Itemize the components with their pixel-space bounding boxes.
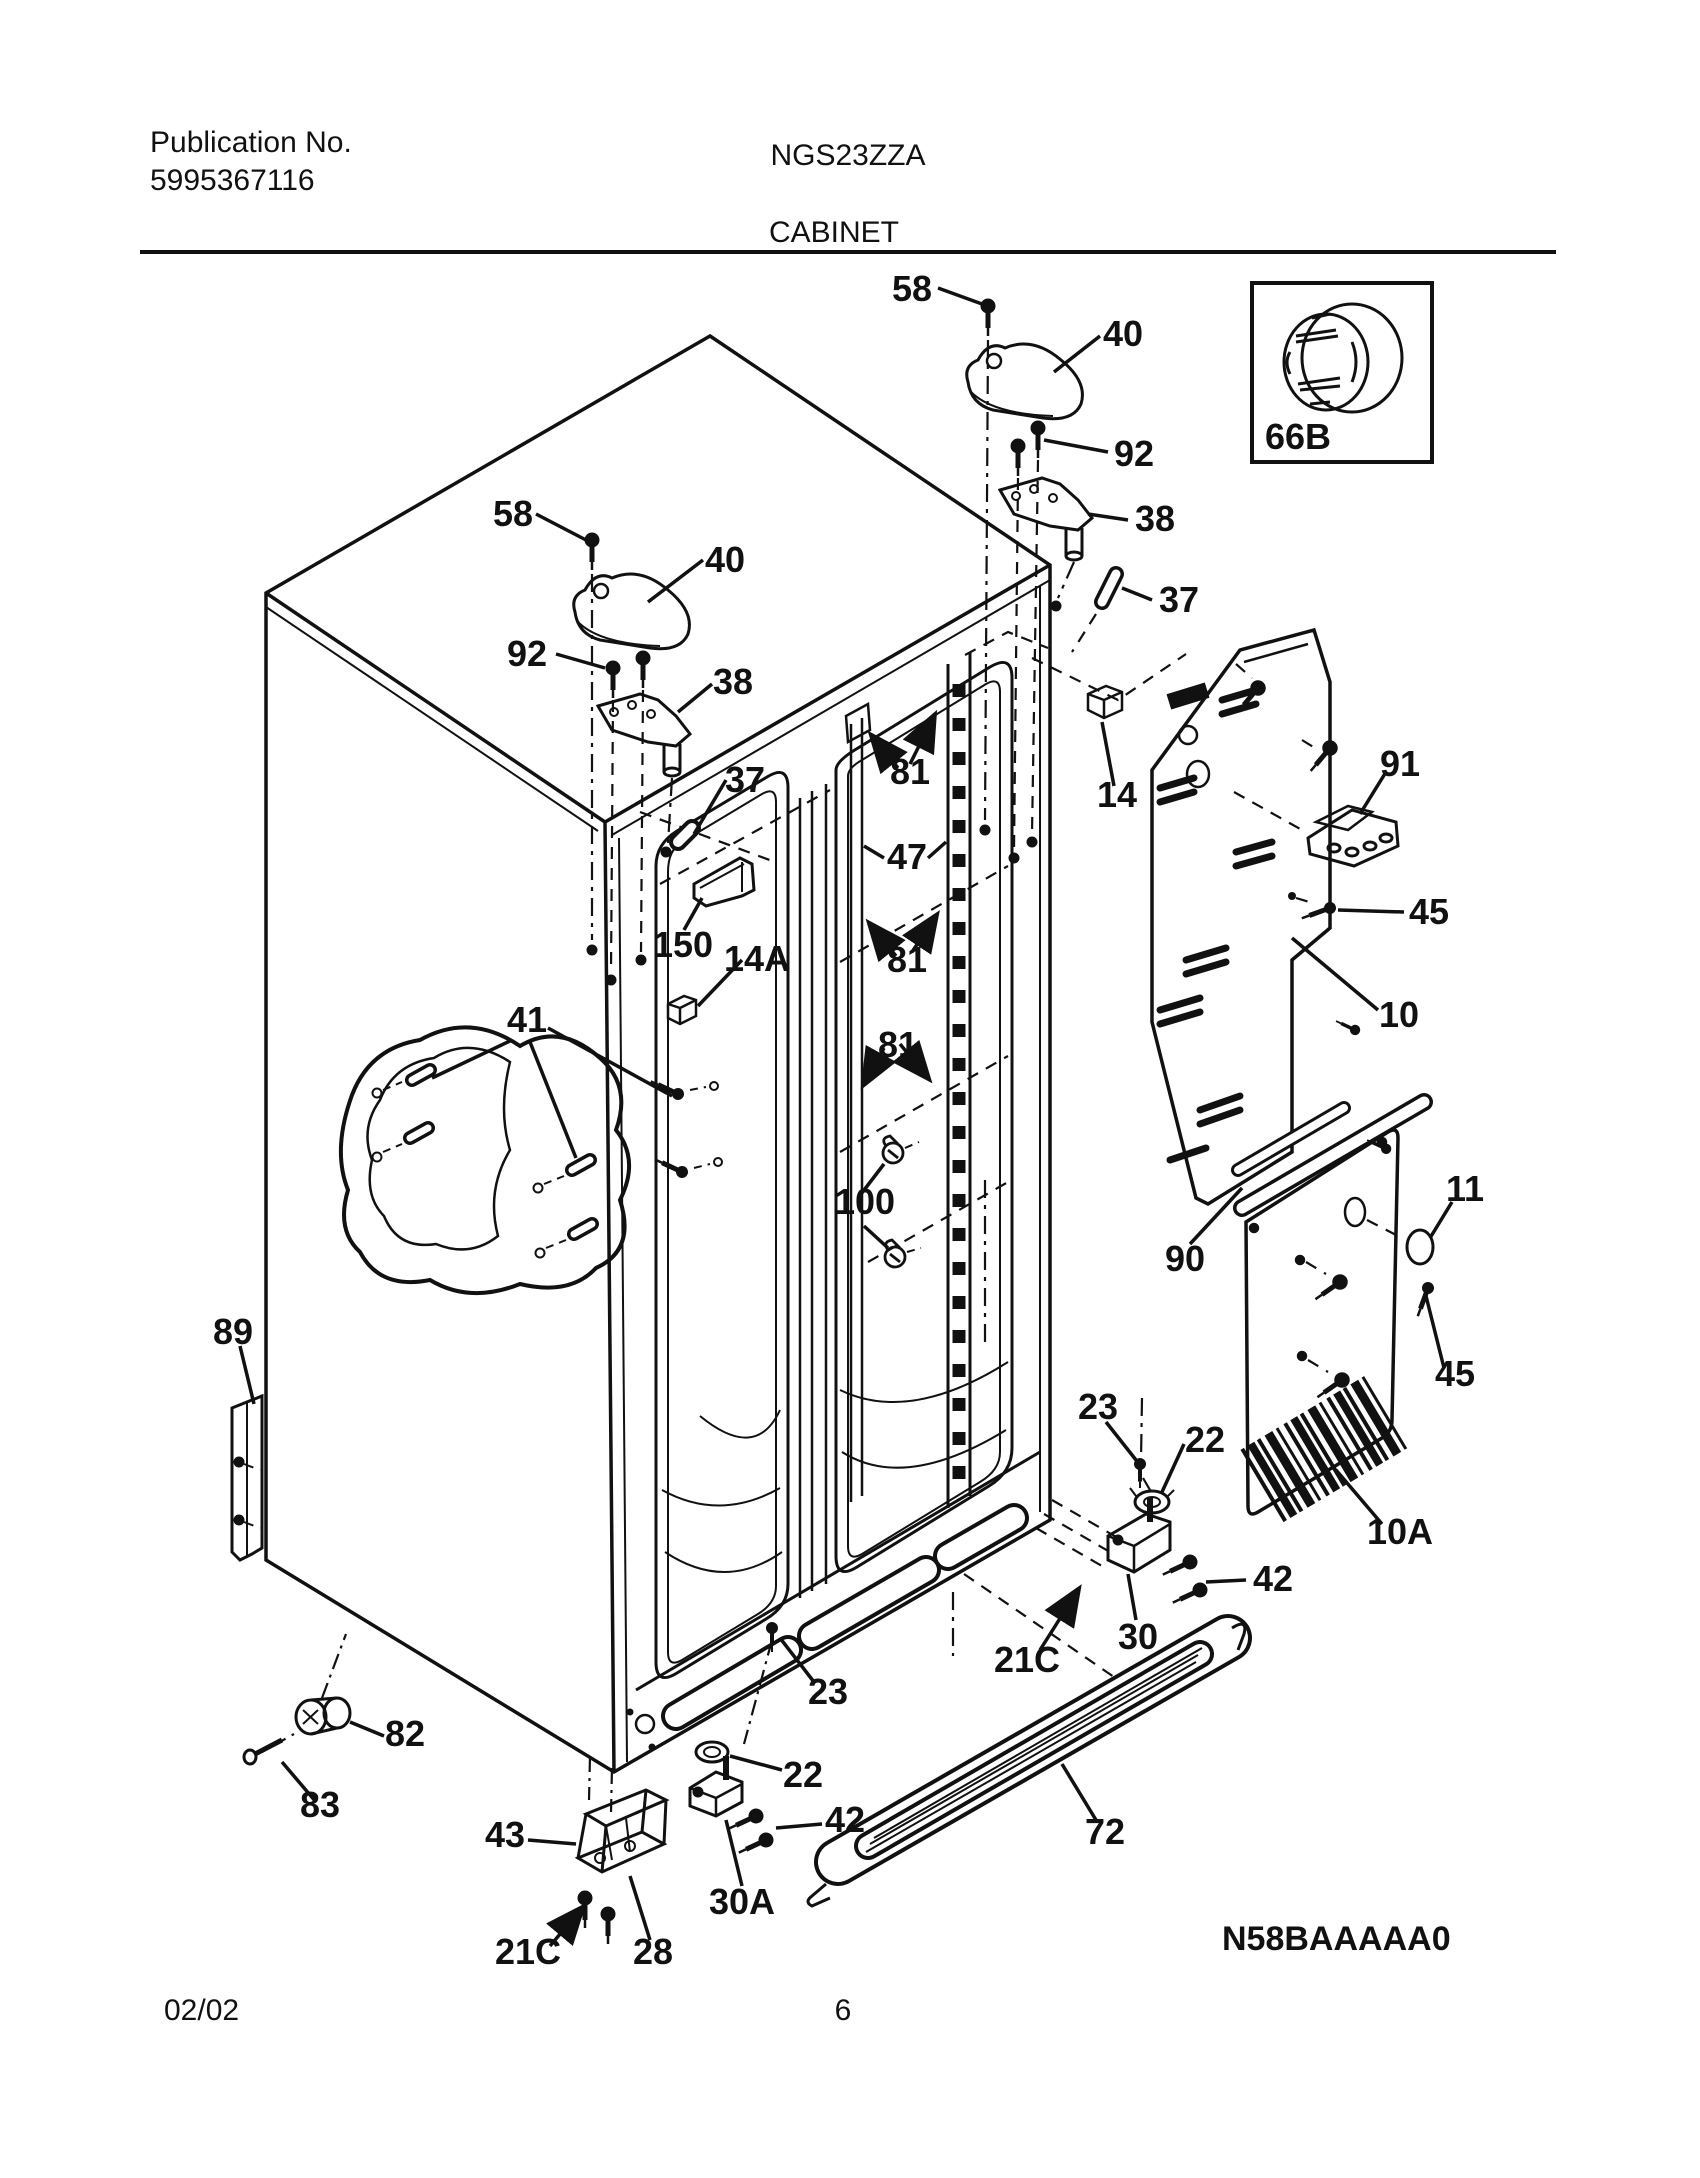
screw-45-upper [1288,892,1338,924]
part-label-21c-left: 21C [495,1931,561,1972]
section-title: CABINET [769,216,899,249]
hinge-cover-40-right [965,342,1084,421]
part-label-38-left: 38 [713,661,753,702]
shelf-ladder-rail [946,652,972,1508]
hinge-cover-40-left [572,572,691,651]
clip-14a [666,994,698,1026]
part-label-43: 43 [485,1814,525,1855]
part-label-21c-center: 21C [994,1639,1060,1680]
bottom-right-parts [1106,1459,1208,1608]
freezer-top-parts [666,819,756,1026]
roller-82 [294,1633,352,1736]
part-label-89: 89 [213,1311,253,1352]
part-label-150: 150 [653,924,713,965]
part-label-81-top: 81 [890,751,930,792]
page-footer: 02/02 6 N58BAAAAA0 [164,1920,1451,2027]
part-label-38-right: 38 [1135,498,1175,539]
part-label-37-left: 37 [725,759,765,800]
hinge-38-right [997,476,1095,532]
baffle-41 [338,1025,632,1295]
part-label-66b: 66B [1265,416,1331,457]
bracket-43 [574,1755,670,1874]
part-label-23-right: 23 [1078,1386,1118,1427]
part-label-30a: 30A [709,1881,775,1922]
part-label-28: 28 [633,1931,673,1972]
grommet-11 [1366,1219,1435,1266]
screw-45-lower [1412,1280,1436,1318]
hinge-38-left [595,692,693,748]
toe-grille-72 [806,1614,1252,1908]
bracket-30a [688,1756,744,1818]
part-label-14a: 14A [724,938,790,979]
bracket-30 [1106,1512,1172,1574]
part-label-58-right: 58 [892,268,932,309]
trim-90 [1231,1093,1433,1217]
bottom-left-parts [242,1623,777,1944]
clip-14 [1086,684,1124,720]
page-header: Publication No. 5995367116 NGS23ZZA CABI… [140,126,1556,254]
baffle-holes [371,1081,567,1259]
part-label-92-left: 92 [507,633,547,674]
part-label-81-bottom: 81 [878,1024,918,1065]
top-hinge-set-left [572,534,693,986]
leader-lines [238,286,1454,1948]
part-label-30: 30 [1118,1616,1158,1657]
center-mullion [798,784,828,1598]
freezer-opening [654,770,790,1680]
clips-100 [881,1015,1394,1269]
air-duct-10 [1150,627,1338,1207]
inset-66b [1250,281,1434,464]
model-number: NGS23ZZA [770,139,925,172]
part-label-47: 47 [887,836,927,877]
serial-label-hatch [1240,1375,1408,1523]
part-label-14: 14 [1097,774,1137,815]
screws-41-freezer [648,1076,723,1180]
baffle-studs [403,1063,599,1241]
publication-number: 5995367116 [150,164,315,197]
part-label-40-left: 40 [705,539,745,580]
callout-labels: 58 40 92 38 37 150 14A 41 58 40 92 38 37… [213,268,1484,1972]
part-label-45-lower: 45 [1435,1353,1475,1394]
roller-22-left [694,1740,730,1764]
part-label-91: 91 [1380,743,1420,784]
revision-date: 02/02 [164,1994,239,2027]
part-label-42-right: 42 [1253,1558,1293,1599]
part-label-10: 10 [1379,994,1419,1035]
part-label-58-left: 58 [493,493,533,534]
publication-label: Publication No. [150,126,352,159]
page-number: 6 [835,1994,852,2027]
part-label-90: 90 [1165,1238,1205,1279]
part-label-37-right: 37 [1159,579,1199,620]
part-label-45-upper: 45 [1409,891,1449,932]
part-label-42-left: 42 [825,1799,865,1840]
part-label-10a: 10A [1367,1511,1433,1552]
diagram-code: N58BAAAAA0 [1222,1920,1451,1958]
cover-91 [1233,791,1400,868]
vent-slats [1156,686,1276,1164]
plate-89 [230,1393,264,1562]
shelf-rail-front [844,701,872,1502]
part-label-22-right: 22 [1185,1419,1225,1460]
part-label-83: 83 [300,1784,340,1825]
part-label-82: 82 [385,1713,425,1754]
part-label-72: 72 [1085,1811,1125,1852]
part-label-40-right: 40 [1103,313,1143,354]
screw-83 [242,1733,295,1766]
bracket-150 [692,856,756,908]
screw-58-left-icon [586,534,598,570]
part-label-23-left: 23 [808,1671,848,1712]
part-label-11: 11 [1446,1168,1484,1209]
bottom-rail [626,1450,1041,1751]
part-label-92-right: 92 [1114,433,1154,474]
part-label-41: 41 [507,999,547,1040]
part-label-81-mid: 81 [887,939,927,980]
top-hinge-set-right [965,300,1124,864]
plug-66b-drawing [1282,302,1404,414]
part-label-22-left: 22 [783,1754,823,1795]
part-label-100: 100 [835,1181,895,1222]
